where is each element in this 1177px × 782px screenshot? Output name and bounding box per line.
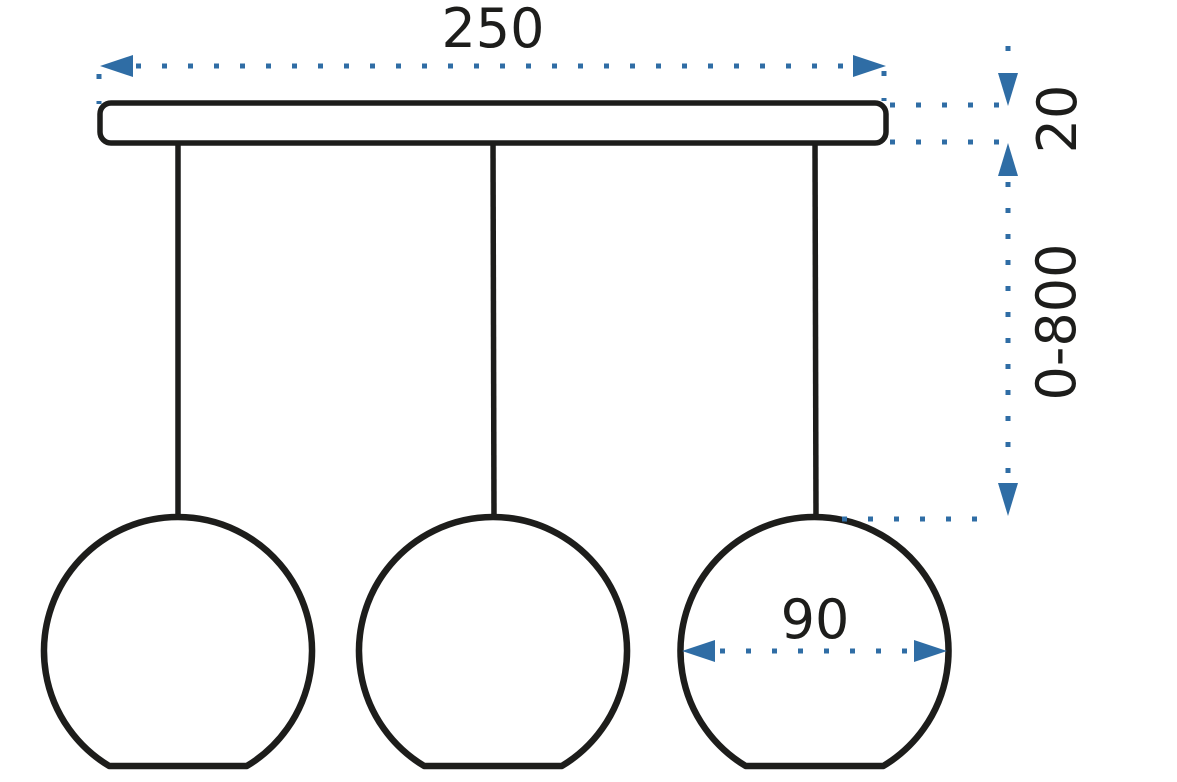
dim-label-shade-diameter: 90 <box>781 588 850 651</box>
globe-shade-left <box>40 513 316 770</box>
arrow-down-icon <box>998 483 1018 516</box>
suspension-cords <box>175 139 819 521</box>
globe-shades <box>40 513 952 770</box>
dimension-shade-diameter: 90 <box>682 588 947 662</box>
arrow-up-icon <box>998 143 1018 176</box>
dimension-bar-width: 250 <box>96 0 887 104</box>
dim-label-bar-thickness: 20 <box>1026 85 1089 154</box>
arrow-left-icon <box>100 55 133 77</box>
dim-label-bar-width: 250 <box>441 0 544 60</box>
dimension-bar-thickness: 20 <box>890 46 1089 176</box>
arrow-down-icon <box>998 73 1018 106</box>
cord-middle <box>490 139 497 521</box>
dimension-suspension-length: 0-800 <box>842 182 1088 522</box>
arrow-right-icon <box>914 640 947 662</box>
dim-label-suspension-length: 0-800 <box>1025 244 1088 401</box>
globe-shade-middle <box>355 513 631 770</box>
ceiling-bar <box>97 100 889 146</box>
arrow-left-icon <box>682 640 715 662</box>
cord-right <box>812 139 819 521</box>
globe-shade-right <box>677 513 952 770</box>
arrow-right-icon <box>853 55 886 77</box>
